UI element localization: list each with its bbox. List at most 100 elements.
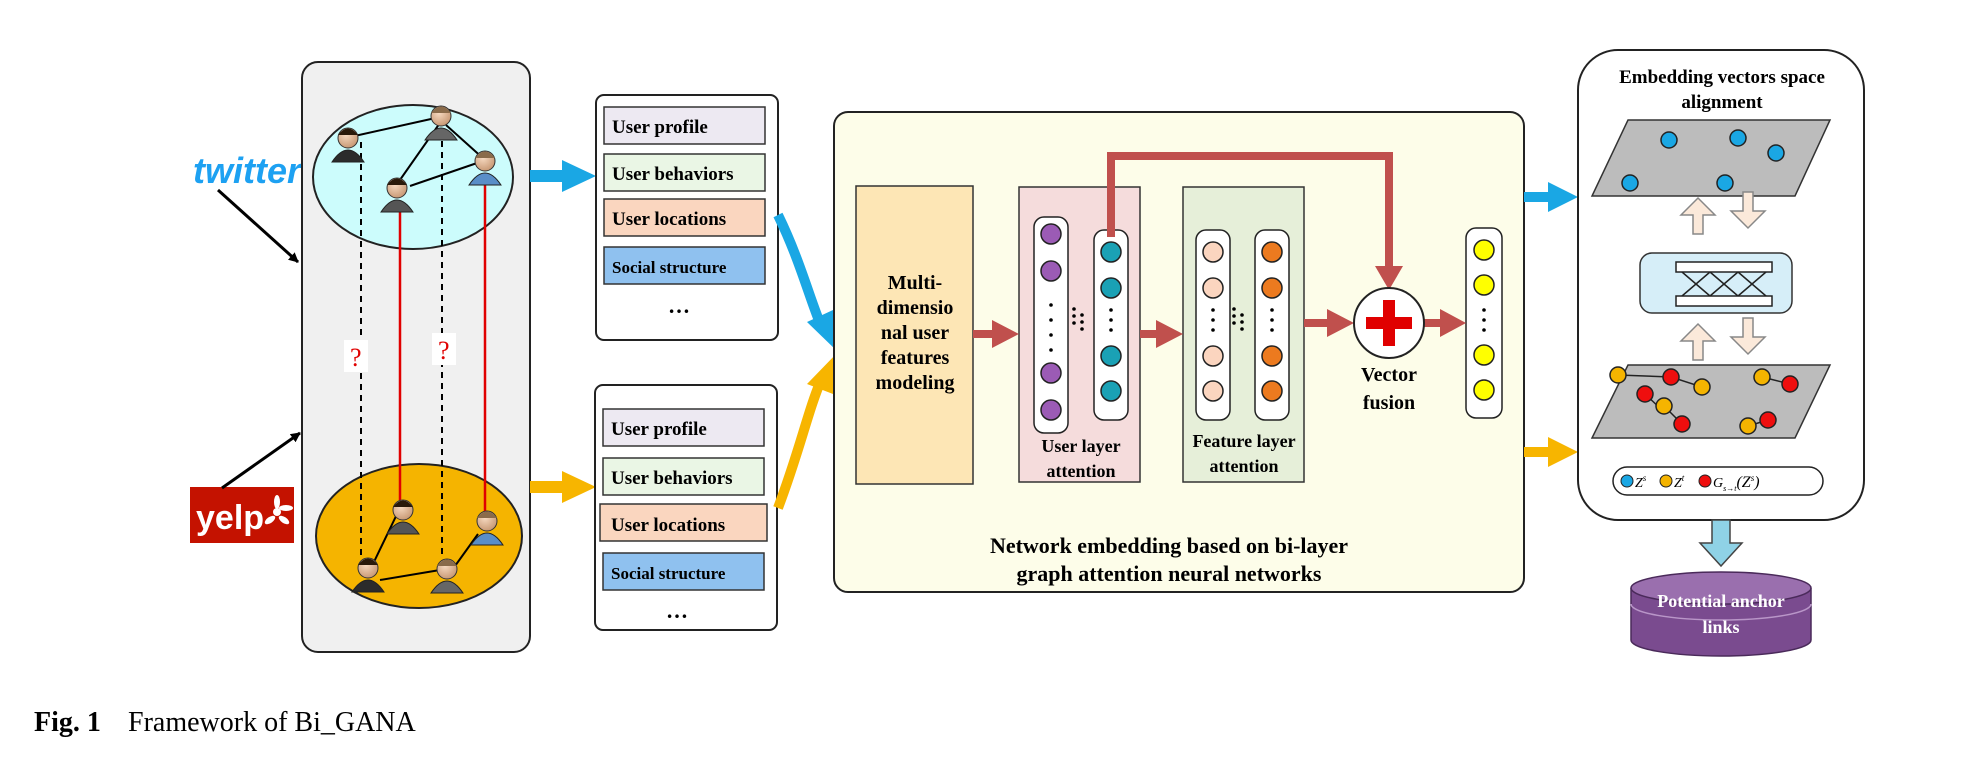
vector-ellipsis-dot bbox=[1211, 318, 1215, 322]
vector-node bbox=[1261, 345, 1283, 367]
alignment-title: Embedding vectors space alignment bbox=[1619, 67, 1825, 113]
vector-ellipsis-dot bbox=[1080, 320, 1084, 324]
legend-mapping: Gs→t(Zs) bbox=[1713, 473, 1760, 493]
target-space-node bbox=[1662, 368, 1680, 386]
embedding-space-nodes bbox=[1609, 129, 1799, 435]
svg-text:fusion: fusion bbox=[1363, 392, 1415, 414]
vector-node bbox=[1473, 274, 1495, 296]
twitter-features-list: User profile User behaviors User locatio… bbox=[595, 94, 779, 341]
svg-text:Multi-: Multi- bbox=[888, 272, 942, 294]
feature-user-profile: User profile bbox=[611, 419, 707, 440]
svg-text:Vector: Vector bbox=[1361, 364, 1417, 386]
vector-ellipsis-dot bbox=[1072, 314, 1076, 318]
yelp-edges bbox=[371, 511, 479, 581]
yelp-logo: yelp bbox=[190, 487, 294, 543]
yelp-logo-text: yelp bbox=[196, 499, 264, 537]
figure-caption: Framework of Bi_GANA bbox=[128, 707, 417, 738]
vector-fusion-plus-icon bbox=[1353, 287, 1425, 359]
vector-node bbox=[1202, 380, 1224, 402]
vector-node bbox=[1473, 239, 1495, 261]
vector-ellipsis-dot bbox=[1482, 308, 1486, 312]
vector-ellipsis-dot bbox=[1232, 307, 1236, 311]
vector-node bbox=[1261, 241, 1283, 263]
vector-ellipsis-dot bbox=[1109, 318, 1113, 322]
features-to-embedding-arrows bbox=[773, 212, 838, 510]
legend-zs: Zs bbox=[1635, 473, 1647, 491]
vector-ellipsis-dot bbox=[1482, 318, 1486, 322]
target-space-node bbox=[1673, 415, 1691, 433]
vector-node bbox=[1261, 380, 1283, 402]
to-output-arrow bbox=[1698, 519, 1744, 568]
source-space-node bbox=[1621, 174, 1639, 192]
attention-nodes bbox=[1040, 223, 1495, 421]
vector-ellipsis-dot bbox=[1211, 308, 1215, 312]
feature-user-behaviors: User behaviors bbox=[611, 468, 733, 489]
yelp-burst-icon bbox=[264, 495, 293, 525]
vector-ellipsis-dot bbox=[1109, 308, 1113, 312]
vector-node bbox=[1100, 345, 1122, 367]
vector-node bbox=[1100, 241, 1122, 263]
user-icon bbox=[380, 177, 414, 213]
twitter-to-network-arrow bbox=[216, 188, 300, 264]
svg-text:attention: attention bbox=[1210, 456, 1279, 476]
network-to-features-arrows bbox=[530, 160, 596, 503]
vector-node bbox=[1100, 380, 1122, 402]
source-space-node bbox=[1660, 131, 1678, 149]
feature-user-profile: User profile bbox=[612, 117, 708, 138]
modeling-label: Multi- dimensio nal user features modeli… bbox=[876, 272, 955, 394]
user-icon bbox=[470, 510, 504, 546]
embedding-to-alignment-arrows bbox=[1524, 182, 1578, 467]
vector-ellipsis-dot bbox=[1072, 307, 1076, 311]
user-icon bbox=[468, 150, 502, 186]
vector-node bbox=[1473, 379, 1495, 401]
figure-number: Fig. 1 bbox=[34, 707, 101, 738]
vector-ellipsis-dot bbox=[1482, 328, 1486, 332]
mapping-arrows bbox=[1679, 191, 1767, 361]
vector-node bbox=[1202, 345, 1224, 367]
feature-social-structure: Social structure bbox=[612, 258, 727, 277]
legend-zt: Zt bbox=[1674, 473, 1685, 491]
source-space-node bbox=[1729, 129, 1747, 147]
mapping-network-icon bbox=[1675, 261, 1773, 307]
network-embedding-block bbox=[833, 111, 1525, 593]
vector-ellipsis-dot bbox=[1072, 321, 1076, 325]
user-attention-label: User layer attention bbox=[1041, 436, 1120, 481]
vector-ellipsis-dot bbox=[1080, 313, 1084, 317]
legend-items: Zs Zt Gs→t(Zs) bbox=[1620, 473, 1760, 493]
vector-ellipsis-dot bbox=[1270, 318, 1274, 322]
potential-anchor-links-db bbox=[1630, 571, 1812, 657]
svg-text:attention: attention bbox=[1047, 461, 1116, 481]
source-space-node bbox=[1716, 174, 1734, 192]
unknown-link-marker-1-bg bbox=[344, 340, 368, 372]
output-label: Potential anchor links bbox=[1657, 591, 1785, 637]
target-space-node bbox=[1759, 411, 1777, 429]
embedding-flow-arrows bbox=[973, 152, 1466, 348]
vector-node bbox=[1040, 362, 1062, 384]
target-space-node bbox=[1781, 375, 1799, 393]
user-icon bbox=[351, 557, 385, 593]
svg-text:features: features bbox=[881, 347, 950, 369]
twitter-logo: twitter bbox=[193, 150, 303, 191]
svg-text:Potential anchor: Potential anchor bbox=[1657, 591, 1785, 611]
vector-node bbox=[1040, 260, 1062, 282]
feature-user-locations: User locations bbox=[612, 209, 726, 230]
vector-ellipsis-dot bbox=[1049, 303, 1053, 307]
vector-node bbox=[1202, 277, 1224, 299]
svg-text:links: links bbox=[1702, 617, 1739, 637]
vector-ellipsis-dot bbox=[1211, 328, 1215, 332]
user-nodes bbox=[331, 105, 504, 594]
feature-social-structure: Social structure bbox=[611, 564, 726, 583]
feature-attention-label: Feature layer attention bbox=[1192, 431, 1295, 476]
svg-text:graph attention neural network: graph attention neural networks bbox=[1017, 561, 1322, 586]
user-icon bbox=[424, 105, 458, 141]
vector-node bbox=[1202, 241, 1224, 263]
vector-node bbox=[1473, 344, 1495, 366]
target-space-edge bbox=[1617, 374, 1672, 378]
vector-ellipsis-dot bbox=[1240, 327, 1244, 331]
feature-list-ellipsis: … bbox=[666, 598, 688, 623]
svg-text:Network embedding based on bi-: Network embedding based on bi-layer bbox=[990, 533, 1348, 558]
vector-ellipsis-dot bbox=[1049, 333, 1053, 337]
vector-ellipsis-dot bbox=[1080, 327, 1084, 331]
svg-text:Embedding vectors space: Embedding vectors space bbox=[1619, 67, 1825, 88]
